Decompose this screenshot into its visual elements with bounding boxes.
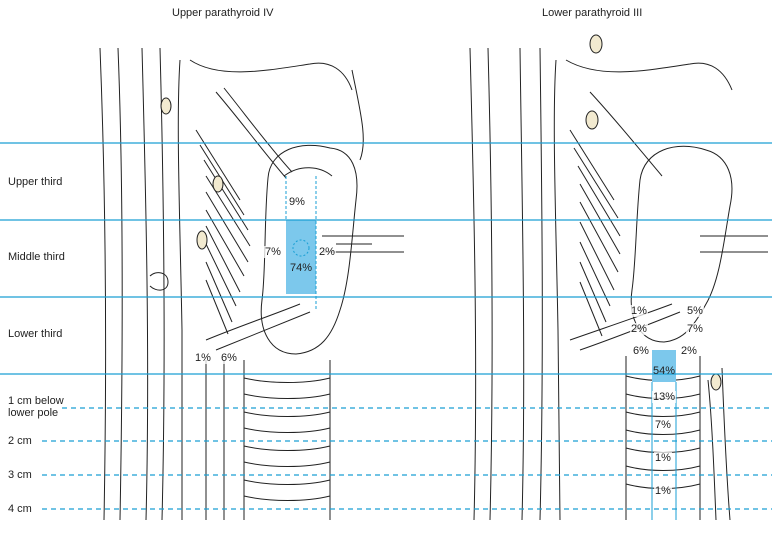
label-3cm: 3 cm [8, 469, 32, 481]
left-gland-middle [197, 231, 207, 249]
left-carotid-line-2 [118, 48, 122, 520]
label-1cm-below-line1: 1 cm below [8, 395, 64, 407]
left-ring-4 [244, 428, 330, 433]
left-highlight-box [286, 220, 316, 294]
right-pct-lower-left-3: 6% [632, 345, 650, 357]
right-gland-upper [586, 111, 598, 129]
right-gland-top [590, 35, 602, 53]
right-pharynx-outline [554, 60, 560, 520]
label-upper-third: Upper third [8, 176, 62, 188]
left-pharynx-right [352, 70, 363, 160]
right-pct-below-1: 54% [652, 365, 676, 377]
right-thymus-strand-1 [708, 380, 716, 520]
right-vessel-line-2 [488, 48, 492, 520]
label-1cm-below: 1 cm below lower pole [8, 395, 64, 419]
right-vessel-line-3 [520, 48, 524, 520]
right-panel-title: Lower parathyroid III [542, 7, 642, 19]
left-pct-middle-right: 2% [318, 246, 336, 258]
label-2cm: 2 cm [8, 435, 32, 447]
left-ring-1 [244, 378, 330, 383]
right-ring-6 [626, 466, 700, 471]
left-pharynx-outline [178, 60, 182, 520]
left-thyroid-lobe-inner [284, 168, 332, 176]
left-pct-middle-center: 74% [289, 262, 313, 274]
right-pct-lower-left-1: 1% [630, 305, 648, 317]
right-pct-lower-left-2: 2% [630, 323, 648, 335]
left-ring-5 [244, 446, 330, 451]
right-ring-3 [626, 412, 700, 417]
left-superior-artery-1 [216, 92, 286, 178]
right-pct-lower-right-2: 7% [686, 323, 704, 335]
label-lower-third: Lower third [8, 328, 62, 340]
left-ring-6 [244, 462, 330, 467]
left-anatomy [100, 48, 404, 520]
right-gland-lower [711, 374, 721, 390]
label-4cm: 4 cm [8, 503, 32, 515]
left-superior-artery-2 [224, 88, 292, 172]
left-pct-bottom-left: 1% [194, 352, 212, 364]
right-superior-artery [590, 92, 662, 176]
right-muscle-2 [574, 148, 618, 218]
left-upper-contour [190, 60, 352, 90]
right-pct-below-2: 13% [652, 391, 676, 403]
left-panel-title: Upper parathyroid IV [172, 7, 274, 19]
left-jugular-line-1 [142, 48, 148, 520]
right-vessel-line-1 [470, 48, 476, 520]
left-ring-2 [244, 394, 330, 399]
right-thymus-strand-2 [722, 368, 730, 520]
right-upper-contour [566, 60, 732, 90]
left-ring-7 [244, 480, 330, 485]
left-pct-bottom-right: 6% [220, 352, 238, 364]
left-pct-upper-center: 9% [288, 196, 306, 208]
left-gland-top [161, 98, 171, 114]
right-muscle-9 [580, 282, 602, 336]
left-gland-upper [213, 176, 223, 192]
right-pct-below-4: 1% [654, 452, 672, 464]
left-muscle-5 [206, 192, 248, 262]
right-muscle-4 [580, 184, 620, 254]
left-carotid-line-1 [100, 48, 106, 520]
right-vessel-line-4 [540, 48, 542, 520]
left-jugular-line-2 [160, 48, 164, 520]
left-pct-middle-left: 7% [264, 246, 282, 258]
left-ring-3 [244, 412, 330, 417]
left-muscle-4 [206, 176, 250, 246]
left-muscle-7 [206, 226, 240, 292]
label-1cm-below-line2: lower pole [8, 407, 64, 419]
left-ring-8 [244, 496, 330, 501]
left-vessel-loop [150, 273, 168, 290]
right-pct-below-5: 1% [654, 485, 672, 497]
right-pct-lower-right-3: 2% [680, 345, 698, 357]
right-anatomy [470, 48, 768, 520]
right-pct-lower-right-1: 5% [686, 305, 704, 317]
right-pct-below-3: 7% [654, 419, 672, 431]
right-muscle-5 [580, 202, 618, 272]
label-middle-third: Middle third [8, 251, 65, 263]
